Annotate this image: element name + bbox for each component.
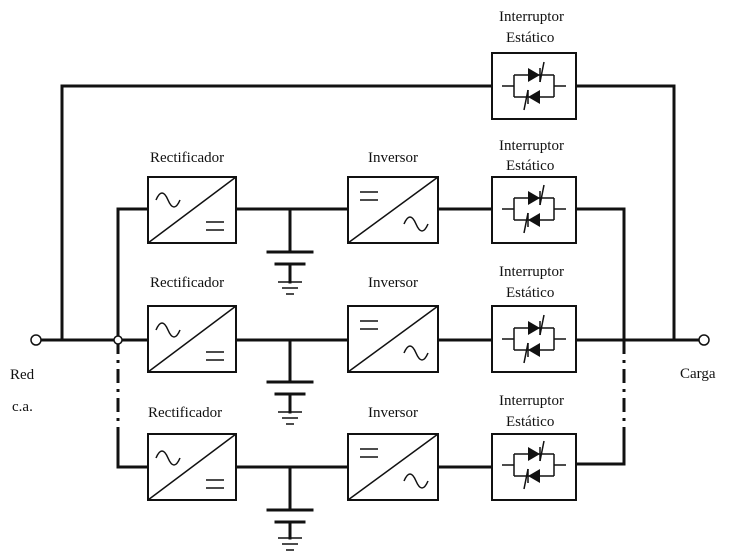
interruptor-label-2-line1: Interruptor [499, 264, 564, 280]
inversor-label-3: Inversor [368, 405, 418, 421]
thyristor-pair-icon [502, 314, 566, 364]
inversor-label-2: Inversor [368, 275, 418, 291]
bypass-switch-label-line1: Interruptor [499, 9, 564, 25]
rectifier-block-3 [147, 433, 237, 501]
carga-output-terminal [698, 334, 710, 346]
battery-icon [266, 250, 314, 295]
static-switch-3 [491, 433, 577, 501]
bypass-switch-label-line2: Estático [506, 30, 554, 46]
interruptor-label-2-line2: Estático [506, 285, 554, 301]
ups-module-3: Rectificador Inversor Interruptor Estáti… [147, 393, 577, 551]
rectifier-block-1 [147, 176, 237, 244]
red-label: Red [10, 367, 35, 383]
thyristor-pair-icon [502, 61, 566, 111]
thyristor-pair-icon [502, 440, 566, 490]
thyristor-pair-icon [502, 184, 566, 234]
static-switch-2 [491, 305, 577, 373]
bypass-static-switch: Interruptor Estático [491, 9, 577, 120]
rectificador-label-3: Rectificador [148, 405, 222, 421]
red-ca-label: c.a. [12, 399, 33, 415]
static-switch-1 [491, 176, 577, 244]
battery-icon [266, 380, 314, 425]
input-junction-dot [113, 335, 123, 345]
inverter-block-3 [347, 433, 439, 501]
inverter-block-2 [347, 305, 439, 373]
battery-icon [266, 508, 314, 551]
interruptor-label-1-line2: Estático [506, 158, 554, 174]
red-input-terminal [30, 334, 42, 346]
carga-label: Carga [680, 366, 716, 382]
rectificador-label-1: Rectificador [150, 150, 224, 166]
output-bus [574, 207, 702, 466]
ups-module-2: Rectificador Inversor Interruptor Estáti… [147, 264, 577, 425]
input-bus [38, 207, 150, 469]
rectificador-label-2: Rectificador [150, 275, 224, 291]
inversor-label-1: Inversor [368, 150, 418, 166]
ups-module-1: Rectificador Inversor Interruptor Estáti… [147, 138, 577, 295]
interruptor-label-1-line1: Interruptor [499, 138, 564, 154]
interruptor-label-3-line2: Estático [506, 414, 554, 430]
interruptor-label-3-line1: Interruptor [499, 393, 564, 409]
inverter-block-1 [347, 176, 439, 244]
rectifier-block-2 [147, 305, 237, 373]
